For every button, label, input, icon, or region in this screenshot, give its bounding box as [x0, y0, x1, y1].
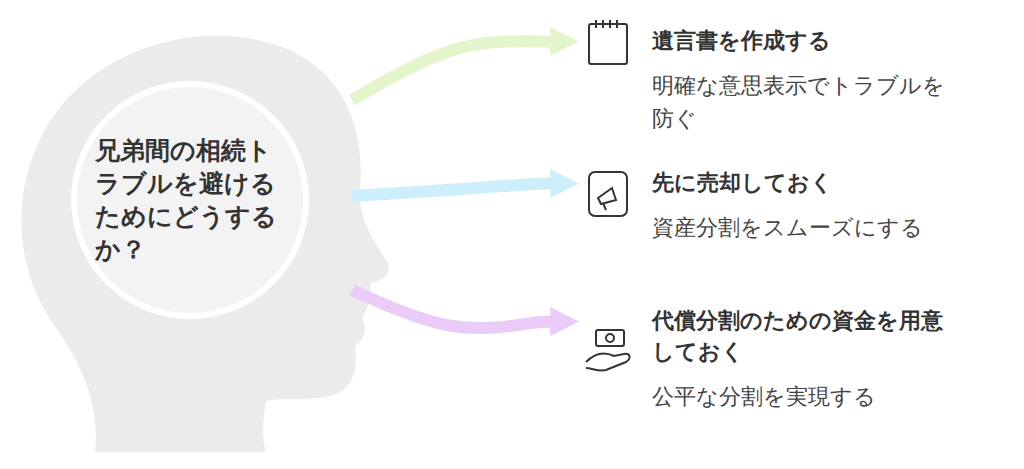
arrow-connector	[352, 183, 556, 196]
question-text: 兄弟間の相続トラブルを避けるためにどうするか？	[95, 134, 285, 266]
money-hand-icon	[586, 330, 630, 371]
question-circle: 兄弟間の相続トラブルを避けるためにどうするか？	[70, 80, 310, 320]
notepad-icon	[589, 20, 627, 64]
option-item: 代償分割のための資金を用意しておく公平な分割を実現する	[652, 306, 952, 413]
option-item: 先に売却しておく資産分割をスムーズにする	[652, 168, 952, 244]
arrow-connector	[352, 290, 556, 328]
option-description: 資産分割をスムーズにする	[652, 211, 952, 244]
option-description: 公平な分割を実現する	[652, 380, 952, 413]
megaphone-icon	[589, 172, 627, 216]
option-item: 遺言書を作成する明確な意思表示でトラブルを防ぐ	[652, 26, 952, 135]
option-description: 明確な意思表示でトラブルを防ぐ	[652, 69, 952, 135]
arrow-connector	[352, 41, 556, 100]
option-heading: 遺言書を作成する	[652, 26, 952, 57]
circle-outline	[70, 80, 310, 320]
head-silhouette	[21, 36, 388, 452]
option-heading: 代償分割のための資金を用意しておく	[652, 306, 952, 368]
option-heading: 先に売却しておく	[652, 168, 952, 199]
